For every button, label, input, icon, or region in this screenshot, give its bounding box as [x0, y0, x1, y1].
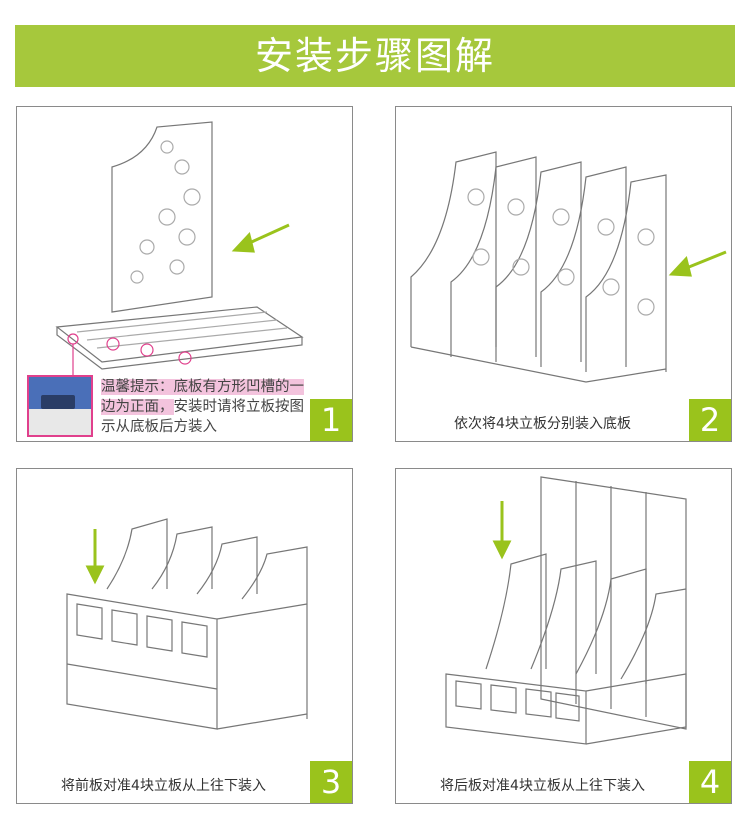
- tip-text: 温馨提示：底板有方形凹槽的一边为正面，安装时请将立板按图示从底板后方装入: [101, 379, 304, 435]
- step-2-illustration: [410, 151, 727, 383]
- step-3-illustration: [66, 518, 308, 730]
- groove-detail-photo: [27, 375, 93, 437]
- step-caption: 依次将4块立板分别装入底板: [454, 416, 631, 432]
- step-caption: 将后板对准4块立板从上往下装入: [440, 778, 645, 794]
- step-number: 3: [310, 761, 352, 803]
- arrow-icon: [231, 223, 290, 253]
- page-title: 安装步骤图解: [15, 25, 735, 87]
- step-4-panel: 将后板对准4块立板从上往下装入 4: [395, 468, 732, 804]
- step-number: 2: [689, 399, 731, 441]
- step-1-panel: 温馨提示：底板有方形凹槽的一边为正面，安装时请将立板按图示从底板后方装入 1: [16, 106, 353, 442]
- step-number: 1: [310, 399, 352, 441]
- step-2-panel: 依次将4块立板分别装入底板 2: [395, 106, 732, 442]
- arrow-down-icon: [85, 529, 105, 585]
- arrow-icon: [668, 250, 727, 277]
- arrow-down-icon: [492, 501, 512, 560]
- step-3-panel: 将前板对准4块立板从上往下装入 3: [16, 468, 353, 804]
- step-caption: 将前板对准4块立板从上往下装入: [61, 778, 266, 794]
- step-1-illustration: [55, 121, 304, 375]
- step-number: 4: [689, 761, 731, 803]
- step-4-illustration: [445, 476, 687, 745]
